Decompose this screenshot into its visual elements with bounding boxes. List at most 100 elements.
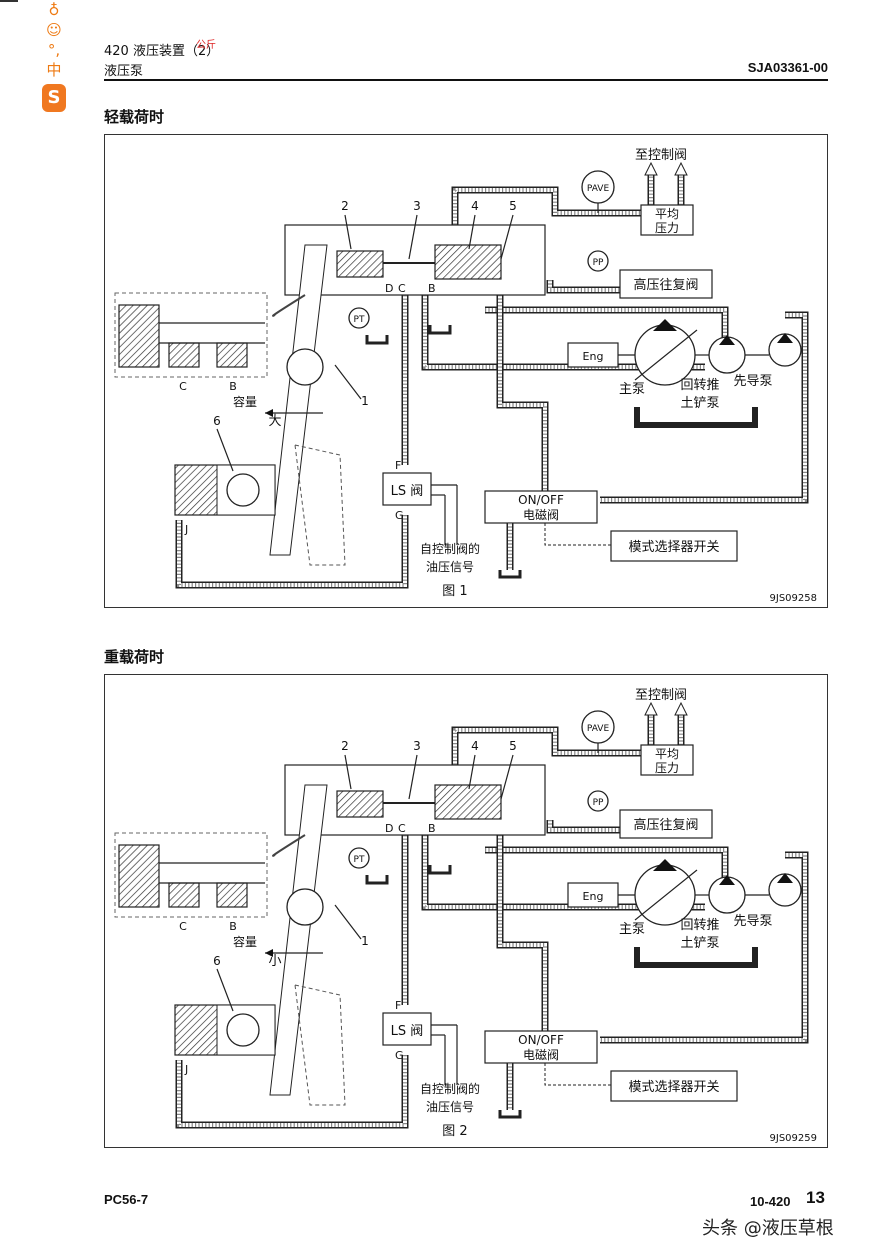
label-signal-2: 油压信号	[426, 560, 474, 574]
label-capacity: 容量	[233, 394, 257, 409]
label-signal-1: 自控制阀的	[420, 541, 480, 556]
ls-valve-box	[382, 1012, 432, 1046]
spring-chamber	[336, 250, 384, 278]
leader-2	[344, 754, 352, 790]
section-title-heavy-load: 重载荷时	[104, 648, 165, 666]
label-port-d: D	[385, 822, 393, 835]
main-pump-variable-arrow	[634, 329, 698, 381]
label-num-1: 1	[361, 934, 369, 948]
label-hp-shuttle-valve: 高压往复阀	[633, 277, 698, 293]
main-pump-symbol	[634, 864, 696, 926]
sogou-logo[interactable]: S	[42, 84, 66, 112]
label-avg-pressure-1: 平均	[655, 207, 679, 221]
label-capacity: 容量	[233, 934, 257, 949]
label-swing-2: 土铲泵	[680, 396, 719, 411]
label-inset-c: C	[179, 920, 187, 933]
label-pt: PT	[354, 855, 365, 865]
arrow-up-1	[644, 701, 658, 716]
label-onoff-2: 电磁阀	[523, 507, 559, 522]
pilot-pump-triangle	[777, 333, 793, 343]
label-num-3: 3	[413, 739, 421, 753]
solenoid-wire	[544, 523, 611, 546]
leader-2	[344, 214, 352, 250]
footer-model: PC56-7	[104, 1192, 149, 1207]
doc-code: SJA03361-00	[747, 60, 828, 75]
label-main-pump: 主泵	[619, 922, 645, 937]
header-title: 420 液压装置（2）	[104, 44, 220, 59]
label-port-b-main: B	[428, 282, 436, 295]
inset-land-b	[216, 882, 248, 908]
solenoid-wire	[544, 1063, 611, 1086]
label-port-j: J	[184, 1063, 188, 1076]
inset-detail-box	[114, 832, 268, 918]
rocker-cam	[286, 888, 324, 926]
microphone-icon[interactable]: ♁	[48, 1, 60, 19]
figure-caption: 图 1	[442, 584, 467, 599]
swash-lever	[269, 784, 328, 1096]
pt-gauge	[348, 847, 370, 869]
label-num-5: 5	[509, 739, 517, 753]
punctuation-icon[interactable]: °,	[47, 41, 61, 59]
label-pilot-pump: 先导泵	[733, 914, 772, 929]
inset-detail-box	[114, 292, 268, 378]
label-port-c-main: C	[398, 822, 406, 835]
label-pp: PP	[593, 798, 604, 808]
red-stamp: 公斤	[196, 40, 216, 51]
leader-6	[216, 968, 234, 1012]
swash-lever	[269, 244, 328, 556]
piston-ball	[226, 1013, 260, 1047]
pilot-pump-triangle	[777, 873, 793, 883]
label-port-j: J	[184, 523, 188, 536]
flow-arrow-curve	[272, 834, 306, 857]
tank-solenoid	[498, 570, 522, 579]
leader-5	[500, 214, 514, 260]
label-inset-c: C	[179, 380, 187, 393]
pump-housing	[284, 764, 546, 836]
swash-outline-dashed	[294, 444, 346, 566]
inset-sleeve-left	[118, 844, 160, 908]
leader-1	[334, 364, 362, 400]
leader-1	[334, 904, 362, 940]
section-title-light-load: 轻载荷时	[104, 108, 165, 126]
label-to-control-valve: 至控制阀	[635, 688, 687, 703]
inset-land-b	[216, 342, 248, 368]
smile-icon[interactable]: ☺	[46, 21, 62, 39]
label-capacity-direction: 小	[268, 954, 281, 969]
arrow-up-2	[674, 701, 688, 716]
capacity-arrow-head	[265, 949, 273, 957]
label-num-2: 2	[341, 199, 349, 213]
pp-gauge	[587, 250, 609, 272]
watermark: 头条 @液压草根	[702, 1218, 834, 1239]
leader-5	[500, 754, 514, 800]
label-inset-b: B	[229, 380, 237, 393]
engine-box	[567, 342, 619, 368]
label-pave: PAVE	[587, 724, 610, 734]
corner-mark	[0, 0, 18, 2]
hydraulic-diagram-2: 至控制阀PAVEPP平均压力高压往复阀Eng主泵回转推土铲泵先导泵LS 阀FG自…	[114, 688, 817, 1144]
label-port-g: G	[395, 1049, 404, 1062]
label-onoff-1: ON/OFF	[518, 1033, 564, 1047]
label-swing-1: 回转推	[680, 378, 719, 393]
swing-pump-triangle	[719, 875, 735, 885]
header-rule	[104, 79, 828, 81]
label-onoff-2: 电磁阀	[523, 1047, 559, 1062]
label-swing-2: 土铲泵	[680, 936, 719, 951]
chinese-mode-icon[interactable]: 中	[46, 61, 62, 79]
label-pt: PT	[354, 315, 365, 325]
label-inset-b: B	[229, 920, 237, 933]
arrow-up-2	[674, 161, 688, 176]
label-num-1: 1	[361, 394, 369, 408]
label-swing-1: 回转推	[680, 918, 719, 933]
label-port-f: F	[395, 459, 401, 472]
ime-toolbar: ♁ ☺ °, 中 S	[40, 0, 68, 118]
label-signal-1: 自控制阀的	[420, 1081, 480, 1096]
swash-outline-dashed	[294, 984, 346, 1106]
label-pave: PAVE	[587, 184, 610, 194]
label-num-6: 6	[213, 414, 221, 428]
tank-pumps	[634, 407, 758, 428]
capacity-arrow-head	[265, 409, 273, 417]
tank-valve	[428, 325, 452, 335]
label-signal-2: 油压信号	[426, 1100, 474, 1114]
inset-land-c	[168, 342, 200, 368]
tank-valve	[428, 865, 452, 875]
